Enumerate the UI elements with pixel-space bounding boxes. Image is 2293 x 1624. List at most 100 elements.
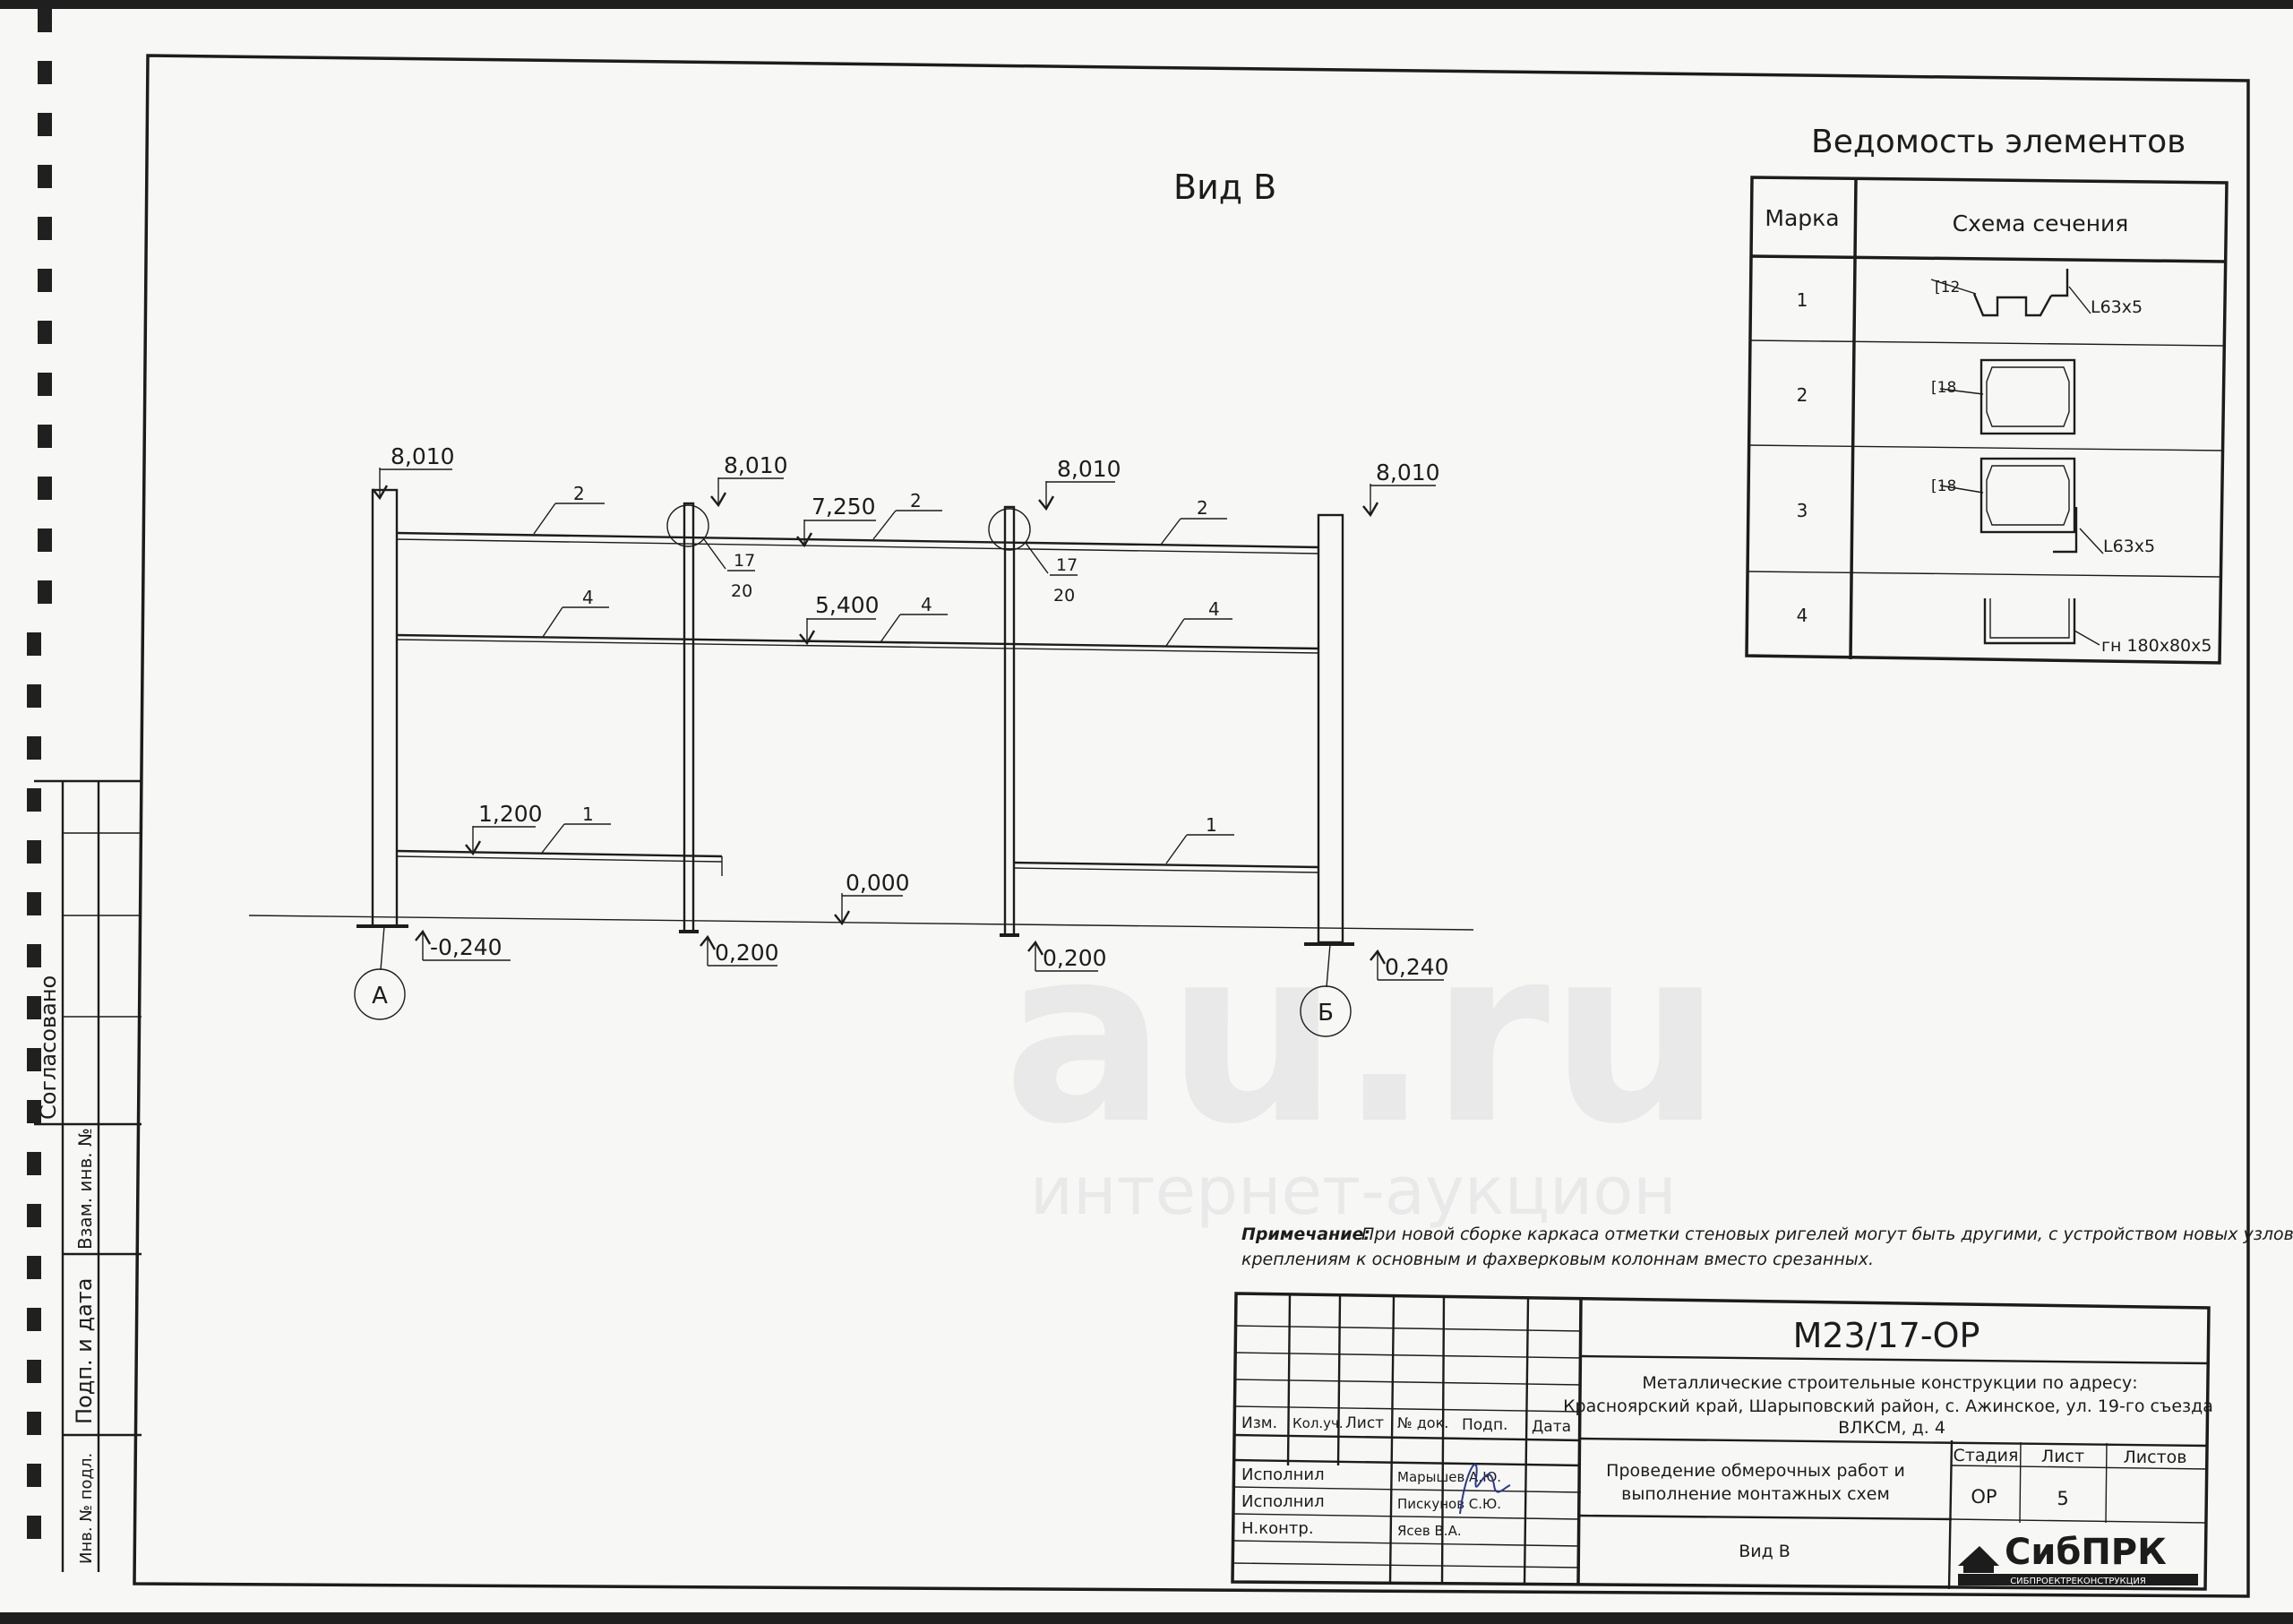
tb-work-2: выполнение монтажных схем [1621, 1484, 1890, 1504]
elev-ground: 0,000 [846, 870, 910, 896]
elev-beam-level: 7,250 [812, 494, 876, 520]
schedule-row-3-label-a: [18 [1931, 477, 1956, 495]
schedule-frame [1745, 176, 2229, 665]
node-2-top: 17 [1056, 555, 1078, 575]
company-subtitle: СИБПРОЕКТРЕКОНСТРУКЦИЯ [2010, 1577, 2146, 1586]
axis-label-b: Б [1318, 1000, 1334, 1027]
section-angle-icon [2051, 269, 2069, 297]
tb-header-date: Дата [1532, 1418, 1571, 1436]
schedule-row-1-label-a: [12 [1935, 279, 1960, 296]
mark-lower-2: 1 [1206, 814, 1217, 836]
company-logo: СибПРК СИБПРОЕКТРЕКОНСТРУКЦИЯ [1958, 1532, 2198, 1586]
tb-work-1: Проведение обмерочных работ и [1606, 1461, 1905, 1481]
elev-top-b: 8,010 [1376, 460, 1440, 485]
tb-header-kol: Кол.уч. [1292, 1415, 1344, 1431]
elev-top-a: 8,010 [391, 443, 455, 469]
signature [1459, 1464, 1511, 1515]
note-line-2: креплениям к основным и фахверковым коло… [1241, 1250, 1874, 1269]
elev-mid-level: 5,400 [815, 592, 880, 618]
drawing-frame [133, 54, 2250, 1598]
watermark-small: интернет-аукцион [1030, 1153, 1677, 1230]
column-b [1317, 513, 1344, 944]
tb-name-2: Пискунов С.Ю. [1397, 1496, 1501, 1512]
tb-stage: ОР [1971, 1486, 1997, 1508]
elevation-view: 17 20 17 20 2 2 2 4 4 4 1 1 [248, 443, 1474, 1037]
axis-label-a: А [372, 983, 388, 1010]
elev-top-3: 8,010 [1057, 456, 1121, 482]
drawing-canvas: au.ru интернет-аукцион Вид В [27, 9, 2293, 1598]
tb-name-1: Марышев А.Ю. [1397, 1469, 1501, 1485]
tb-role-2: Исполнил [1241, 1492, 1325, 1511]
view-title: Вид В [1173, 168, 1276, 207]
stamp-sign-date: Подп. и дата [72, 1278, 97, 1425]
schedule-row-2-mark: 2 [1797, 384, 1808, 406]
stamp-inv-orig: Инв. № подл. [77, 1453, 96, 1564]
schedule-row-4-mark: 4 [1797, 605, 1808, 626]
drawing-sheet: au.ru интернет-аукцион Вид В [0, 9, 2293, 1612]
binding-holes [27, 9, 52, 1539]
column-a [371, 488, 399, 928]
title-block: Изм. Кол.уч. Лист № док. Подп. Дата Испо… [1231, 1292, 2213, 1591]
section-box-icon [1980, 358, 2076, 435]
company-name: СибПРК [2005, 1532, 2167, 1573]
mark-upper-1: 2 [573, 483, 585, 504]
schedule-row-3-label-b: L63x5 [2103, 537, 2155, 556]
mark-lower-1: 1 [582, 803, 594, 825]
column-2 [683, 502, 695, 933]
elev-low-level: 1,200 [478, 801, 543, 827]
side-stamp: Согласовано Взам. инв. № Подп. и дата Ин… [34, 779, 142, 1572]
tb-address-1: Металлические строительные конструкции п… [1642, 1373, 2137, 1393]
tb-sheet: 5 [2057, 1488, 2068, 1509]
tb-header-sign: Подп. [1462, 1416, 1507, 1434]
mark-upper-3: 2 [1197, 497, 1208, 519]
note-label: Примечание: [1241, 1224, 1370, 1244]
schedule-row-3-mark: 3 [1797, 500, 1808, 521]
mark-middle-2: 4 [921, 594, 932, 615]
elev-top-2: 8,010 [724, 452, 788, 478]
axis-bubble-a [354, 968, 406, 1020]
tb-stage-label: Стадия [1954, 1446, 2019, 1465]
mark-upper-2: 2 [910, 490, 922, 511]
tb-sheet-label: Лист [2041, 1447, 2084, 1466]
elev-base-2: 0,200 [715, 940, 779, 966]
lower-beam-right [1013, 861, 1319, 869]
section-bent-channel-icon [1983, 598, 2076, 645]
tb-header-ndoc: № док. [1397, 1414, 1448, 1431]
column-3 [1003, 505, 1016, 937]
stamp-replaced-inv: Взам. инв. № [74, 1128, 96, 1250]
element-schedule: Ведомость элементов Марка Схема сечения … [1745, 124, 2229, 665]
middle-beam [396, 633, 1319, 650]
house-icon [1958, 1546, 1999, 1566]
node-2-bottom: 20 [1053, 586, 1075, 606]
lower-beam-left [396, 849, 723, 858]
schedule-row-1-label-b: L63x5 [2091, 297, 2143, 317]
elev-base-3: 0,200 [1043, 945, 1107, 971]
node-circle-1 [666, 504, 709, 547]
elev-base-b: 0,240 [1385, 954, 1449, 980]
title-block-frame [1231, 1292, 2211, 1591]
ground-line [248, 915, 1474, 931]
tb-code: М23/17-ОР [1793, 1316, 1980, 1355]
axis-bubble-b [1300, 985, 1352, 1037]
section-box-angle-icon [1980, 457, 2076, 534]
schedule-col-mark: Марка [1765, 205, 1839, 231]
stamp-agreed: Согласовано [36, 975, 61, 1120]
tb-address-3: ВЛКСМ, д. 4 [1838, 1418, 1945, 1438]
section-channel-12-icon [1972, 293, 2053, 317]
watermark-big: au.ru [1003, 895, 1722, 1177]
node-circle-2 [988, 508, 1031, 551]
schedule-title: Ведомость элементов [1811, 124, 2186, 160]
tb-header-list: Лист [1345, 1414, 1384, 1432]
tb-role-3: Н.контр. [1241, 1519, 1314, 1538]
schedule-col-section: Схема сечения [1953, 211, 2129, 236]
tb-sheet-name: Вид В [1739, 1542, 1791, 1561]
schedule-row-4-label-a: гн 180x80x5 [2101, 636, 2211, 656]
tb-role-1: Исполнил [1241, 1465, 1325, 1484]
tb-address-2: Красноярский край, Шарыповский район, с.… [1563, 1396, 2213, 1416]
upper-beam [396, 531, 1319, 549]
note: Примечание: При новой сборке каркаса отм… [1241, 1224, 2293, 1269]
note-line-1: При новой сборке каркаса отметки стеновы… [1361, 1224, 2293, 1244]
tb-name-3: Ясев В.А. [1397, 1523, 1462, 1539]
tb-sheets-label: Листов [2124, 1448, 2187, 1467]
mark-middle-3: 4 [1208, 598, 1220, 620]
